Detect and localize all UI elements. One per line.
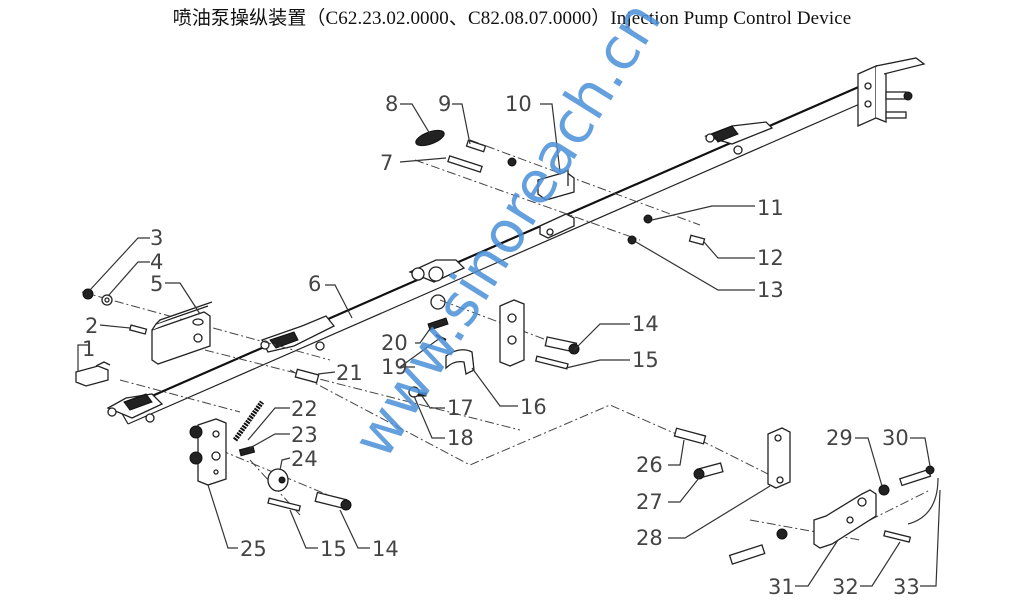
part-8-spring bbox=[415, 129, 445, 147]
part-28-bracket bbox=[767, 427, 791, 489]
callout-labels: 1 2 3 4 5 6 7 8 9 10 11 12 13 14 15 16 1… bbox=[82, 92, 920, 599]
part-4-washer bbox=[101, 294, 113, 306]
part-14-screw-lower bbox=[314, 491, 352, 511]
callout-22: 22 bbox=[291, 397, 318, 421]
part-26-stud bbox=[673, 427, 707, 445]
part-29-nut bbox=[878, 484, 890, 496]
callout-18: 18 bbox=[447, 426, 474, 450]
part-27-screw bbox=[693, 462, 724, 480]
callout-17: 17 bbox=[447, 396, 474, 420]
rod-lever-right bbox=[704, 121, 774, 155]
callout-28: 28 bbox=[636, 526, 663, 550]
part-16-hook bbox=[445, 349, 475, 375]
callout-23: 23 bbox=[291, 423, 318, 447]
part-block-center bbox=[499, 299, 525, 367]
callout-8: 8 bbox=[385, 92, 398, 116]
callout-13: 13 bbox=[757, 278, 784, 302]
callout-15-upper: 15 bbox=[632, 348, 659, 372]
callout-29: 29 bbox=[826, 426, 853, 450]
rod-lever-left bbox=[106, 393, 164, 423]
callout-11: 11 bbox=[757, 196, 784, 220]
rod-lever-mid1 bbox=[260, 315, 336, 353]
part-22-spring bbox=[232, 400, 265, 442]
part-11-ball bbox=[643, 214, 653, 224]
part-1-bracket bbox=[75, 361, 111, 387]
part-3-nut bbox=[82, 288, 94, 300]
rod-lever-mid2 bbox=[408, 259, 466, 310]
part-30-bolt bbox=[898, 465, 935, 487]
part-10-bracket bbox=[537, 168, 575, 201]
right-end-bracket bbox=[857, 57, 926, 128]
part-33-wire bbox=[907, 477, 939, 525]
callout-31: 31 bbox=[768, 575, 795, 599]
part-14-screw-upper bbox=[544, 336, 580, 355]
leader-lines bbox=[77, 103, 941, 587]
callout-21: 21 bbox=[336, 361, 363, 385]
callout-19: 19 bbox=[381, 355, 408, 379]
part-21-screw bbox=[294, 368, 320, 384]
part-5-plate bbox=[151, 301, 213, 365]
callout-14-lower: 14 bbox=[372, 537, 399, 561]
part-15-pin-lower bbox=[267, 497, 302, 512]
callout-4: 4 bbox=[150, 250, 163, 274]
part-23-stud bbox=[238, 445, 256, 457]
callout-27: 27 bbox=[636, 490, 663, 514]
rod-bracket-center bbox=[539, 213, 575, 239]
part-24-roller bbox=[267, 468, 289, 492]
callout-16: 16 bbox=[520, 395, 547, 419]
callout-15-lower: 15 bbox=[320, 537, 347, 561]
part-12-screw bbox=[688, 234, 706, 246]
part-19-pin bbox=[435, 334, 447, 341]
part-9-nut bbox=[507, 157, 517, 167]
callout-9: 9 bbox=[438, 92, 451, 116]
callout-10: 10 bbox=[505, 92, 532, 116]
part-13-ball bbox=[627, 235, 637, 245]
part-25-block bbox=[189, 418, 227, 486]
callout-6: 6 bbox=[308, 272, 321, 296]
callout-25: 25 bbox=[240, 537, 267, 561]
callout-14-upper: 14 bbox=[632, 312, 659, 336]
part-15-pin-upper bbox=[534, 355, 569, 370]
part-32-pin bbox=[883, 530, 912, 543]
callout-30: 30 bbox=[882, 426, 909, 450]
callout-12: 12 bbox=[757, 246, 784, 270]
callout-7: 7 bbox=[380, 151, 393, 175]
callout-1: 1 bbox=[82, 337, 95, 361]
callout-26: 26 bbox=[636, 453, 663, 477]
part-31-nut bbox=[776, 528, 788, 540]
callout-32: 32 bbox=[832, 575, 859, 599]
part-9-pin bbox=[465, 139, 487, 153]
callout-20: 20 bbox=[381, 331, 408, 355]
part-7-pin bbox=[447, 155, 483, 173]
diagram-title: 喷油泵操纵装置（C62.23.02.0000、C82.08.07.0000）In… bbox=[172, 8, 852, 29]
callout-33: 33 bbox=[893, 575, 920, 599]
callout-2: 2 bbox=[85, 314, 98, 338]
part-31-bracket bbox=[813, 489, 877, 549]
part-20-plate bbox=[427, 317, 449, 331]
callout-3: 3 bbox=[150, 226, 163, 250]
part-2-pin bbox=[128, 324, 148, 335]
part-31-bolt bbox=[728, 544, 766, 565]
callout-24: 24 bbox=[291, 447, 318, 471]
callout-5: 5 bbox=[150, 272, 163, 296]
